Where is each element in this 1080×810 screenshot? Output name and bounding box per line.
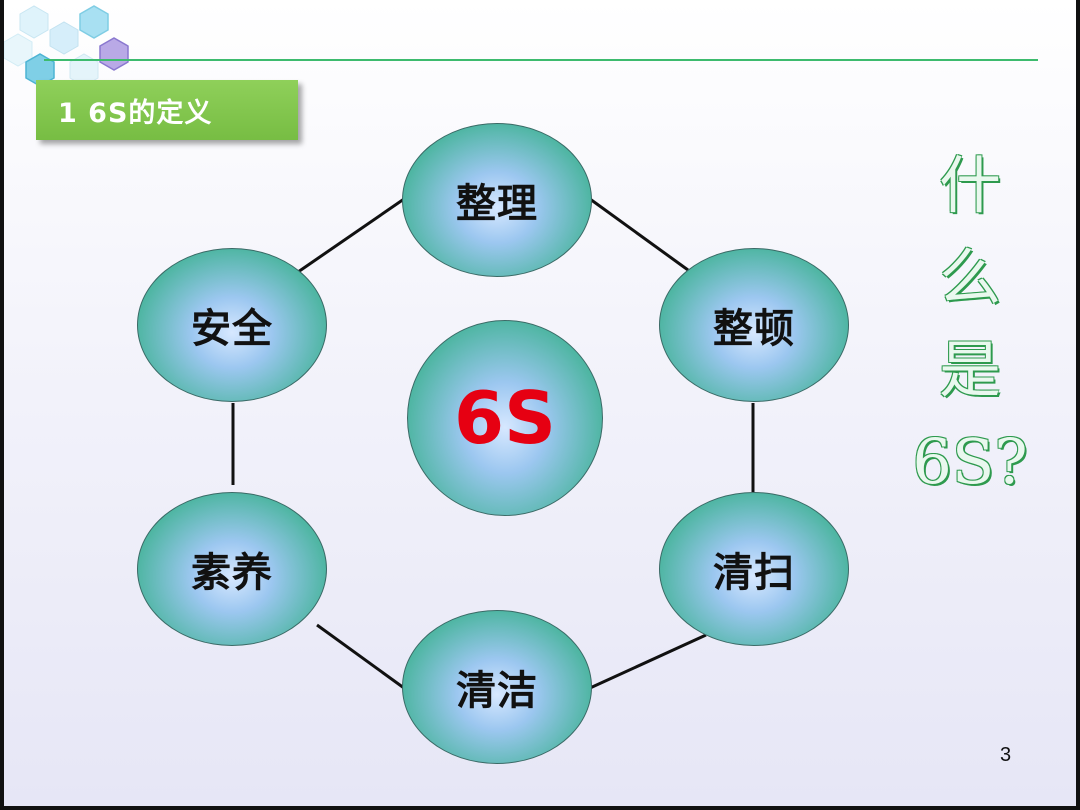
node-seiso: 清扫 [659,492,849,646]
node-seiton: 整顿 [659,248,849,402]
section-title: 1 6S的定义 [36,80,298,140]
question-char-3: 是 [938,333,1001,406]
connector-seiso-seiketsu [589,633,707,690]
node-safety: 安全 [137,248,327,402]
hexagon-decoration [3,5,129,87]
question-char-1: 什 [938,149,1001,222]
question-char-2: 么 [938,241,1001,314]
node-seiketsu: 清洁 [402,610,592,764]
question-text: 什 么 是 6S? [905,140,1035,508]
node-seiri: 整理 [402,123,592,277]
page-number: 3 [1000,744,1012,766]
frame-bottom [0,806,1080,810]
node-shitsuke: 素养 [137,492,327,646]
connector-seiketsu-shitsuke [316,623,405,690]
node-center-6s: 6S [407,320,603,516]
frame-left [0,0,4,810]
header-rule [44,59,1038,61]
question-char-4: 6S? [912,425,1028,498]
frame-right [1076,0,1080,810]
connector-seiri-seiton [589,197,689,272]
connector-safety-seiri [297,197,405,274]
